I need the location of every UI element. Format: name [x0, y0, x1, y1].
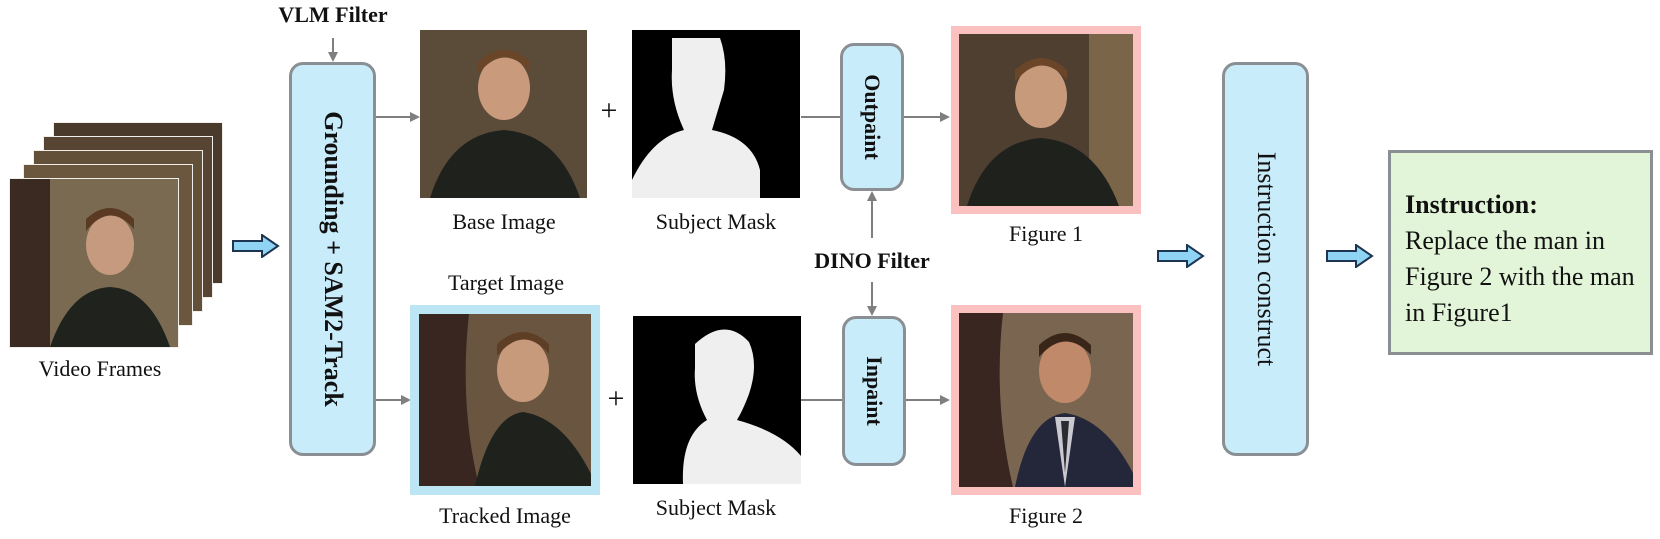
flow-arrow-icon — [232, 234, 280, 258]
instruction-construct-box: Instruction construct — [1222, 62, 1309, 456]
flow-arrow-icon — [1326, 244, 1374, 268]
figure-1-frame — [951, 26, 1141, 214]
vlm-filter-label: VLM Filter — [278, 2, 388, 27]
target-image-label: Target Image — [448, 270, 564, 295]
subject-mask-top-label: Subject Mask — [655, 209, 777, 234]
grounding-track-box: Grounding + SAM2-Track — [289, 62, 376, 456]
tracked-image-label: Tracked Image — [439, 503, 571, 528]
tracked-image — [419, 314, 591, 486]
base-image-label: Base Image — [452, 209, 556, 234]
inpaint-box: Inpaint — [842, 316, 906, 466]
inpaint-label: Inpaint — [862, 356, 887, 426]
figure-2-frame — [951, 305, 1141, 495]
video-frames-label: Video Frames — [38, 356, 162, 381]
instruction-construct-label: Instruction construct — [1251, 151, 1281, 367]
grounding-track-label: Grounding + SAM2-Track — [318, 111, 348, 407]
figure-2-label: Figure 2 — [1009, 503, 1083, 528]
base-image — [420, 30, 587, 198]
dino-filter-label: DINO Filter — [814, 248, 930, 273]
subject-mask-bottom — [633, 316, 801, 484]
instruction-heading: Instruction: — [1405, 190, 1538, 219]
figure-1-image — [959, 34, 1133, 206]
outpaint-label: Outpaint — [860, 74, 885, 160]
plus-operator-top: + — [600, 94, 618, 127]
figure-1-label: Figure 1 — [1009, 221, 1083, 246]
flow-arrow-icon — [1157, 244, 1205, 268]
figure-2-image — [959, 313, 1133, 487]
subject-mask-bottom-label: Subject Mask — [655, 495, 777, 520]
plus-operator-bottom: + — [607, 382, 625, 415]
video-frame-front — [9, 178, 179, 348]
instruction-box: Instruction: Replace the man in Figure 2… — [1388, 150, 1653, 355]
instruction-body: Replace the man in Figure 2 with the man… — [1405, 226, 1635, 327]
target-image-frame — [410, 305, 600, 495]
outpaint-box: Outpaint — [840, 43, 904, 191]
subject-mask-top — [632, 30, 800, 198]
